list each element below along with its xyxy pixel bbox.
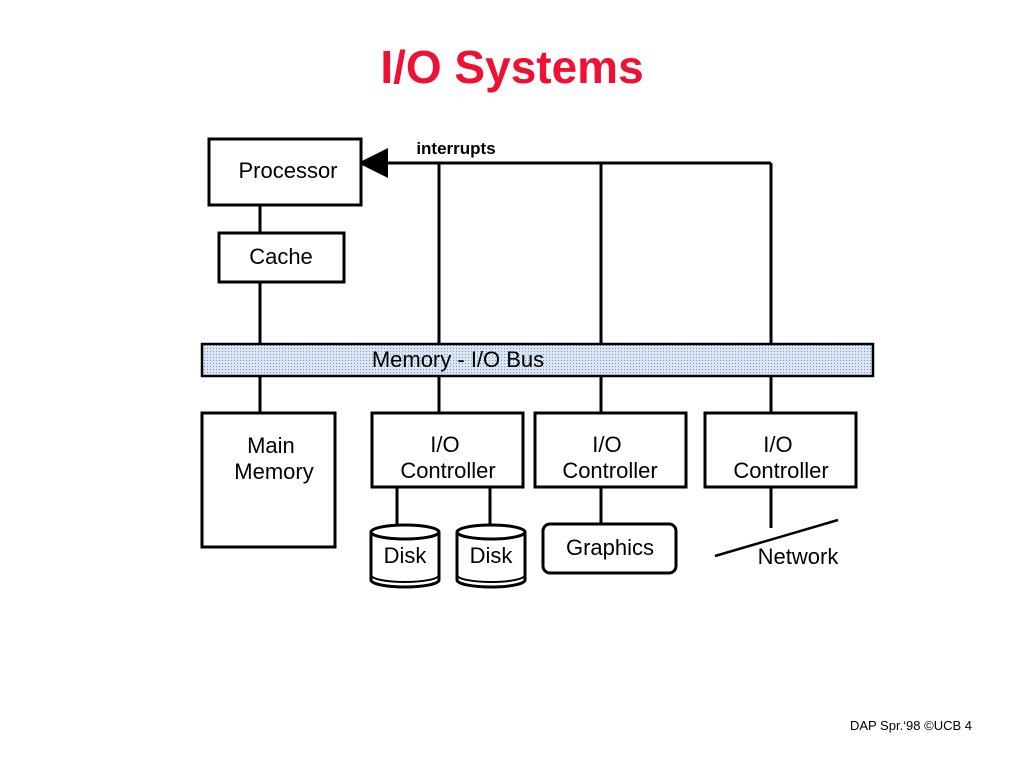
disk-2-label: Disk (470, 543, 514, 568)
graphics-box (541, 522, 678, 575)
io-controller-1-line2: Controller (400, 458, 495, 483)
footer-credit: DAP Spr.‘98 ©UCB 4 (849, 718, 972, 733)
processor-label: Processor (238, 158, 337, 183)
disk-1-label: Disk (384, 543, 428, 568)
io-controller-1-line1: I/O (430, 432, 459, 457)
memory-io-bus (200, 342, 875, 378)
io-controller-2-line2: Controller (562, 458, 657, 483)
bus-label: Memory - I/O Bus (372, 347, 544, 372)
disk-2 (455, 523, 527, 589)
io-controller-3-line2: Controller (733, 458, 828, 483)
cache-label: Cache (249, 244, 313, 269)
network-label: Network (758, 544, 840, 569)
io-controller-label-1: I/O Controller (400, 432, 495, 483)
main-memory-box (200, 411, 337, 549)
main-memory-label-line2: Memory (234, 459, 313, 484)
io-controller-label-3: I/O Controller (733, 432, 828, 483)
io-controller-box-3 (703, 411, 858, 489)
slide-title: I/O Systems (380, 41, 644, 93)
main-memory-label-line1: Main (247, 433, 295, 458)
network-line (714, 518, 839, 558)
io-controller-2-line1: I/O (592, 432, 621, 457)
io-controller-3-line1: I/O (763, 432, 792, 457)
io-controller-box-2 (533, 411, 688, 489)
io-controller-label-2: I/O Controller (562, 432, 657, 483)
main-memory-label: Main Memory (234, 433, 313, 484)
processor-box (207, 137, 363, 207)
cache-box (217, 231, 346, 284)
graphics-label: Graphics (566, 535, 654, 560)
io-controller-box-1 (370, 411, 525, 489)
interrupts-label: interrupts (416, 139, 495, 158)
disk-1 (369, 523, 441, 589)
